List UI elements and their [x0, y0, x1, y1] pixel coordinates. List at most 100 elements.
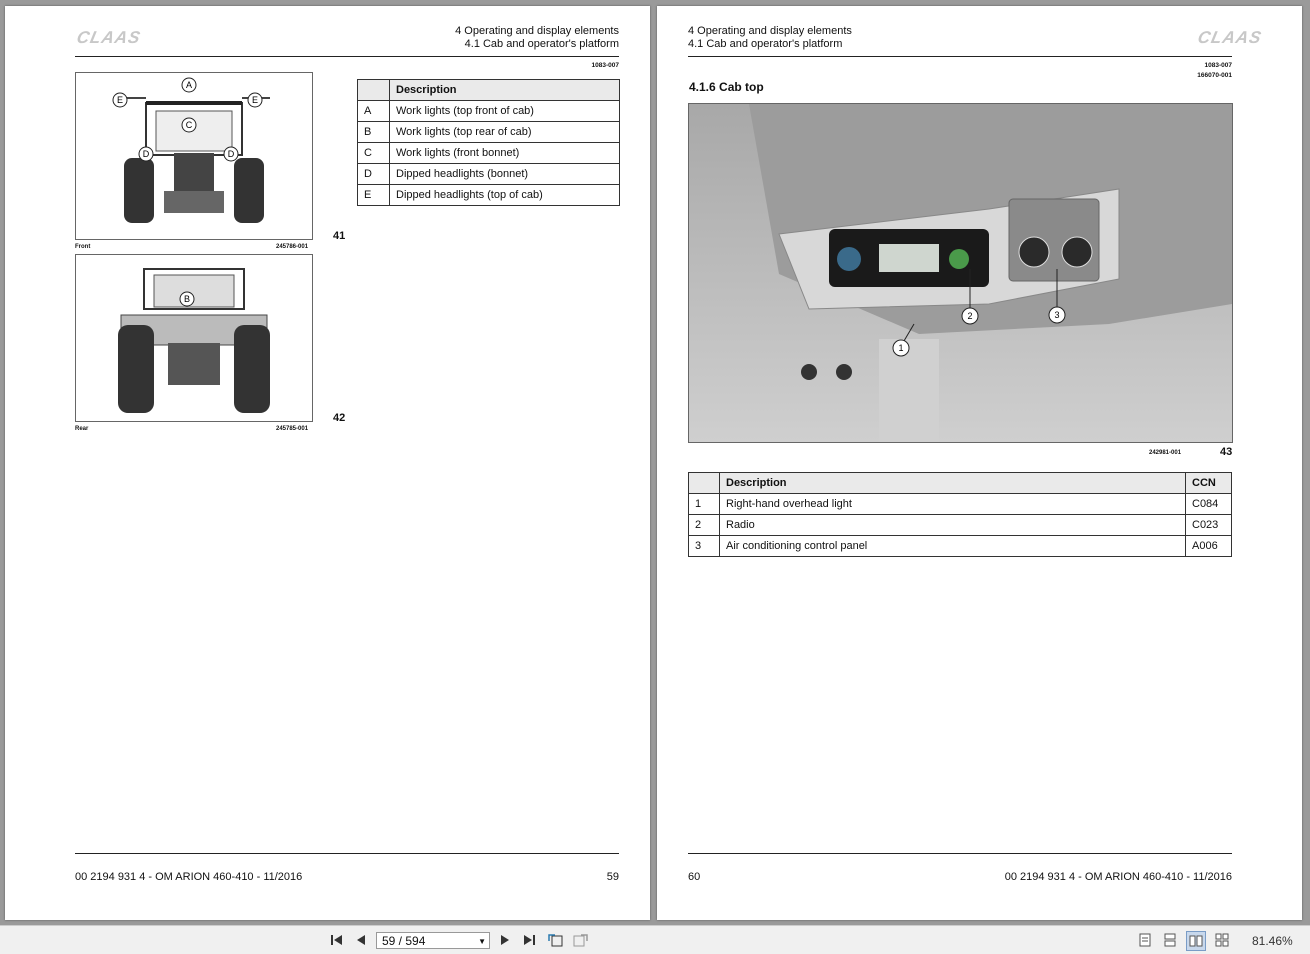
table-header-ccn: CCN	[1185, 472, 1232, 494]
viewer-toolbar: 59 / 594 ▼ 81.46%	[0, 925, 1310, 954]
page-number-input[interactable]: 59 / 594 ▼	[376, 932, 490, 949]
legend-table-cab-top: Description CCN 1 Right-hand overhead li…	[688, 472, 1232, 557]
figure-caption-front: Front	[75, 244, 91, 250]
table-header-description: Description	[389, 79, 620, 101]
figure-number-41: 41	[333, 230, 346, 242]
svg-text:3: 3	[1054, 310, 1059, 320]
svg-text:C: C	[186, 120, 193, 130]
callout-c	[181, 117, 197, 133]
table-cell-desc: Radio	[719, 514, 1186, 536]
figure-id-front: 245786-001	[276, 244, 309, 250]
doc-ref: 1083-007	[591, 62, 619, 69]
svg-text:B: B	[184, 294, 190, 304]
callout-e-right	[247, 92, 263, 108]
svg-text:D: D	[143, 149, 150, 159]
doc-ref-secondary: 166070-001	[1197, 72, 1232, 79]
table-header-row: Description CCN	[688, 472, 1232, 494]
table-header-description: Description	[719, 472, 1186, 494]
single-page-view-icon[interactable]	[1136, 931, 1154, 949]
table-cell-key: E	[357, 184, 390, 206]
footer-doc-id: 00 2194 931 4 - OM ARION 460-410 - 11/20…	[1004, 871, 1232, 883]
claas-logo: CLAAS	[1196, 28, 1265, 47]
legend-table-lights: Description A Work lights (top front of …	[357, 79, 620, 206]
first-page-icon[interactable]	[328, 931, 346, 949]
footer-rule	[688, 853, 1232, 854]
table-cell-key: 1	[688, 493, 720, 515]
figure-tractor-rear: B	[75, 254, 313, 422]
last-page-icon[interactable]	[520, 931, 538, 949]
dropdown-arrow-icon[interactable]: ▼	[478, 937, 486, 946]
callout-d-left	[138, 146, 154, 162]
table-cell-key: 3	[688, 535, 720, 557]
figure-number-42: 42	[333, 412, 346, 424]
table-cell-desc: Work lights (front bonnet)	[389, 142, 620, 164]
table-cell-key: D	[357, 163, 390, 185]
page-header: 4 Operating and display elements 4.1 Cab…	[688, 25, 852, 51]
table-cell-ccn: C084	[1185, 493, 1232, 515]
table-row: E Dipped headlights (top of cab)	[357, 184, 620, 206]
claas-logo: CLAAS	[75, 28, 143, 47]
zoom-level[interactable]: 81.46%	[1252, 934, 1293, 948]
header-rule	[688, 56, 1232, 57]
table-row: 1 Right-hand overhead light C084	[688, 493, 1232, 515]
table-header-row: Description	[357, 79, 620, 101]
table-row: 3 Air conditioning control panel A006	[688, 535, 1232, 557]
page-number-value: 59 / 594	[382, 934, 426, 948]
table-cell-desc: Right-hand overhead light	[719, 493, 1186, 515]
table-cell-desc: Dipped headlights (top of cab)	[389, 184, 620, 206]
figure-id-rear: 245785-001	[276, 426, 309, 432]
page-number: 60	[688, 871, 701, 883]
previous-page-icon[interactable]	[352, 931, 370, 949]
callout-1	[892, 339, 910, 357]
section-title: 4.1.6 Cab top	[689, 80, 764, 94]
header-chapter: 4 Operating and display elements	[455, 25, 619, 37]
page-59: CLAAS 4 Operating and display elements 4…	[5, 6, 650, 920]
table-row: 2 Radio C023	[688, 514, 1232, 536]
page-60: 4 Operating and display elements 4.1 Cab…	[657, 6, 1302, 920]
callout-3	[1048, 306, 1066, 324]
table-row: C Work lights (front bonnet)	[357, 142, 620, 164]
footer-rule	[75, 853, 619, 854]
continuous-view-icon[interactable]	[1161, 931, 1179, 949]
table-cell-desc: Work lights (top front of cab)	[389, 100, 620, 122]
callout-a	[181, 77, 197, 93]
table-cell-desc: Dipped headlights (bonnet)	[389, 163, 620, 185]
previous-view-icon[interactable]	[546, 931, 564, 949]
svg-text:D: D	[228, 149, 235, 159]
next-view-icon[interactable]	[572, 931, 590, 949]
header-rule	[75, 56, 619, 57]
table-row: A Work lights (top front of cab)	[357, 100, 620, 122]
svg-text:A: A	[186, 80, 192, 90]
table-cell-ccn: C023	[1185, 514, 1232, 536]
header-section: 4.1 Cab and operator's platform	[688, 38, 843, 50]
table-cell-key: B	[357, 121, 390, 143]
figure-id-cab-top: 242981-001	[1149, 450, 1182, 456]
table-row: D Dipped headlights (bonnet)	[357, 163, 620, 185]
page-number: 59	[606, 871, 619, 883]
callout-b	[179, 291, 195, 307]
page-header: 4 Operating and display elements 4.1 Cab…	[455, 25, 619, 51]
doc-ref: 1083-007	[1204, 62, 1232, 69]
table-cell-key: C	[357, 142, 390, 164]
table-cell-ccn: A006	[1185, 535, 1232, 557]
callout-e-left	[112, 92, 128, 108]
table-cell-desc: Work lights (top rear of cab)	[389, 121, 620, 143]
table-cell-key: 2	[688, 514, 720, 536]
table-row: B Work lights (top rear of cab)	[357, 121, 620, 143]
callout-2	[961, 307, 979, 325]
header-chapter: 4 Operating and display elements	[688, 25, 852, 37]
facing-pages-view-icon[interactable]	[1186, 931, 1206, 951]
figure-tractor-front: A E E C D D	[75, 72, 313, 240]
svg-text:E: E	[117, 95, 123, 105]
svg-text:2: 2	[967, 311, 972, 321]
continuous-facing-view-icon[interactable]	[1213, 931, 1231, 949]
header-section: 4.1 Cab and operator's platform	[464, 38, 619, 50]
figure-number-43: 43	[1220, 446, 1233, 458]
svg-text:E: E	[252, 95, 258, 105]
next-page-icon[interactable]	[496, 931, 514, 949]
callout-d-right	[223, 146, 239, 162]
table-cell-key: A	[357, 100, 390, 122]
footer-doc-id: 00 2194 931 4 - OM ARION 460-410 - 11/20…	[75, 871, 303, 883]
svg-text:1: 1	[898, 343, 903, 353]
figure-caption-rear: Rear	[75, 426, 89, 432]
